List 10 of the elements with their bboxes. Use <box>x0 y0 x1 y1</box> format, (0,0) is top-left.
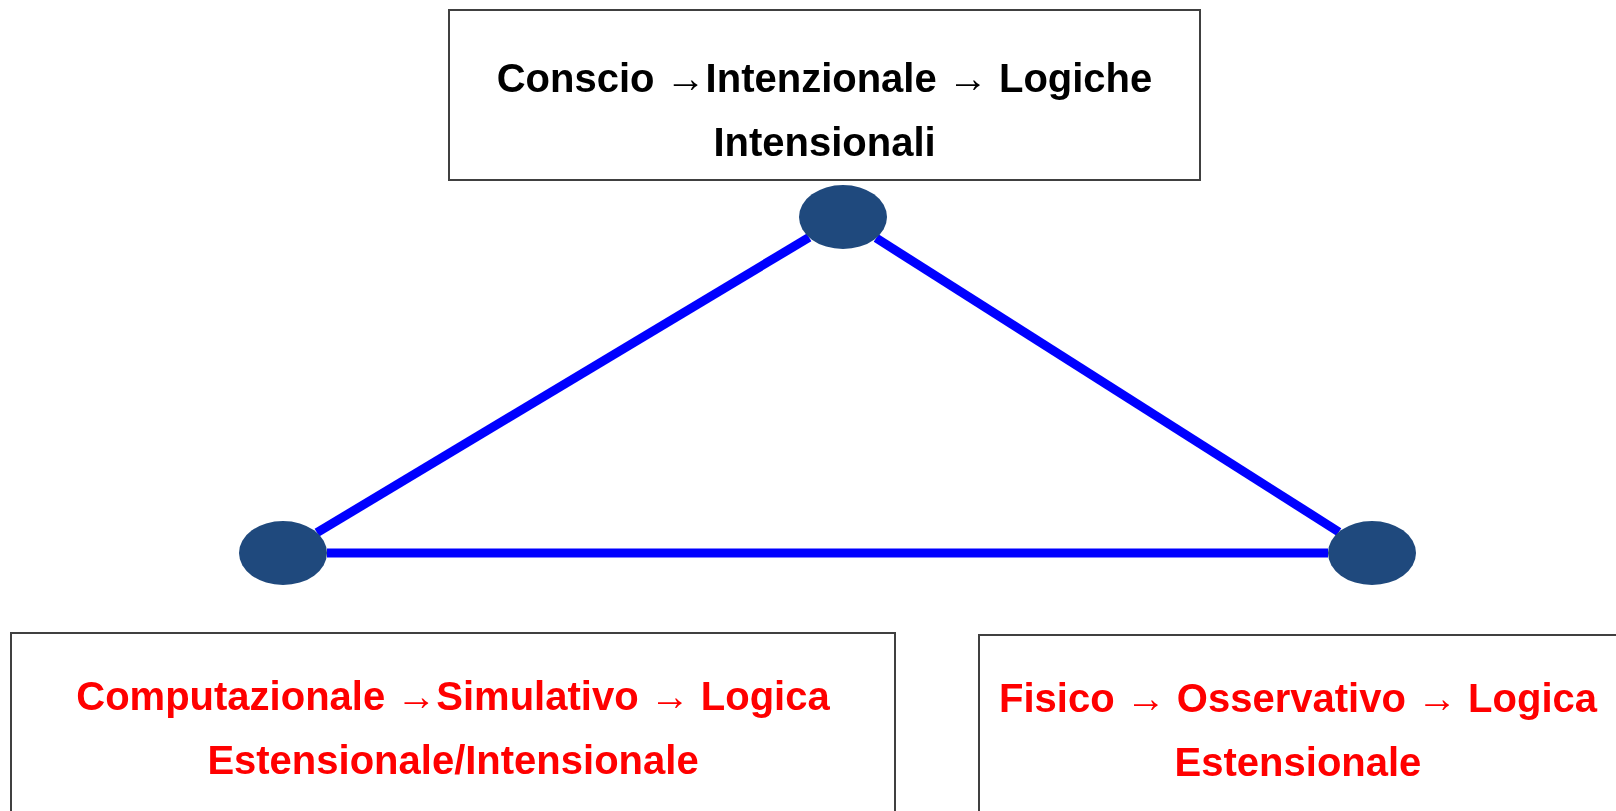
text-box <box>448 9 1201 181</box>
text-box <box>10 632 896 811</box>
connector-line <box>314 233 812 537</box>
text-box <box>978 634 1616 811</box>
ellipse-node <box>799 185 887 249</box>
connector-line <box>873 234 1342 536</box>
box-text: Computazionale →Simulativo → Logica Estensionale/Intensionale <box>75 673 831 784</box>
box-text: Conscio →Intenzionale → Logiche Intensionali <box>495 55 1154 166</box>
connector-line <box>327 548 1328 558</box>
box-text: Fisico → Osservativo → Logica Estensionale <box>998 675 1599 786</box>
